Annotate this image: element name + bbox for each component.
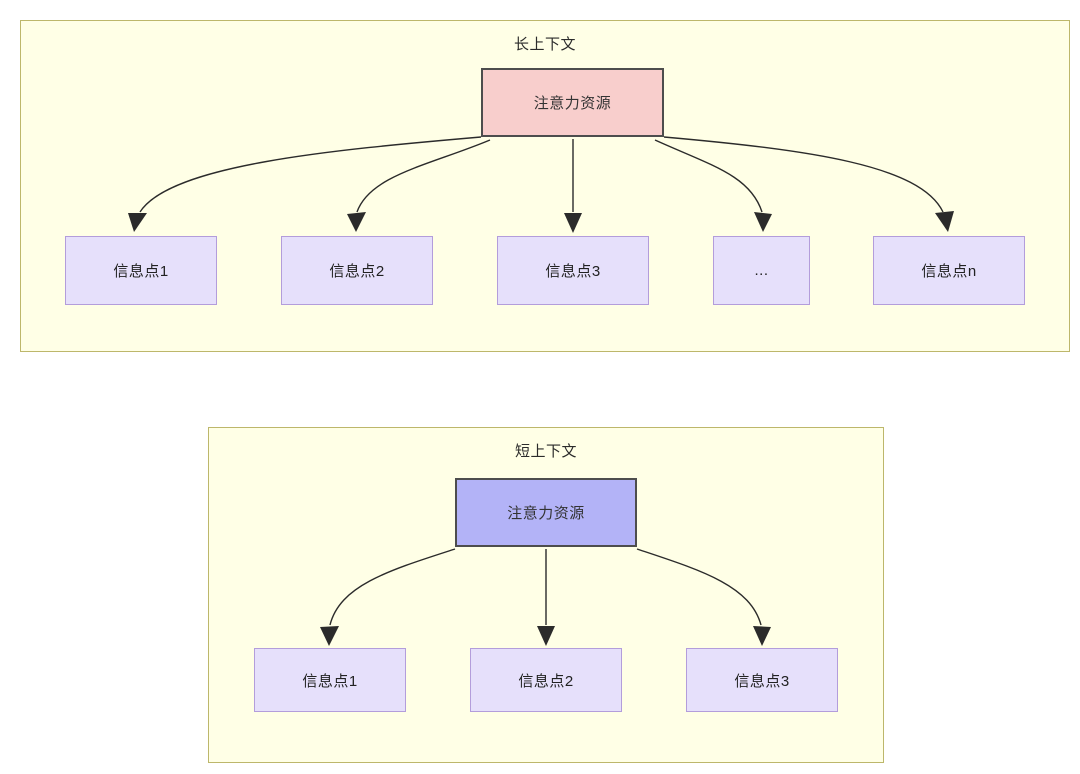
node-info-point-long-3[interactable]: 信息点3: [497, 236, 649, 305]
node-info-point-short-1[interactable]: 信息点1: [254, 648, 406, 712]
node-info-point-long-1[interactable]: 信息点1: [65, 236, 217, 305]
node-info-point-long-2[interactable]: 信息点2: [281, 236, 433, 305]
node-info-point-short-3[interactable]: 信息点3: [686, 648, 838, 712]
panel-long-context-title: 长上下文: [513, 36, 576, 53]
node-attention-resource-long[interactable]: 注意力资源: [481, 68, 664, 137]
node-info-point-long-n[interactable]: 信息点n: [873, 236, 1025, 305]
node-info-point-short-2[interactable]: 信息点2: [470, 648, 622, 712]
panel-short-context-title: 短上下文: [514, 443, 577, 460]
node-attention-resource-short[interactable]: 注意力资源: [455, 478, 637, 547]
node-info-point-long-ellipsis[interactable]: ...: [713, 236, 810, 305]
